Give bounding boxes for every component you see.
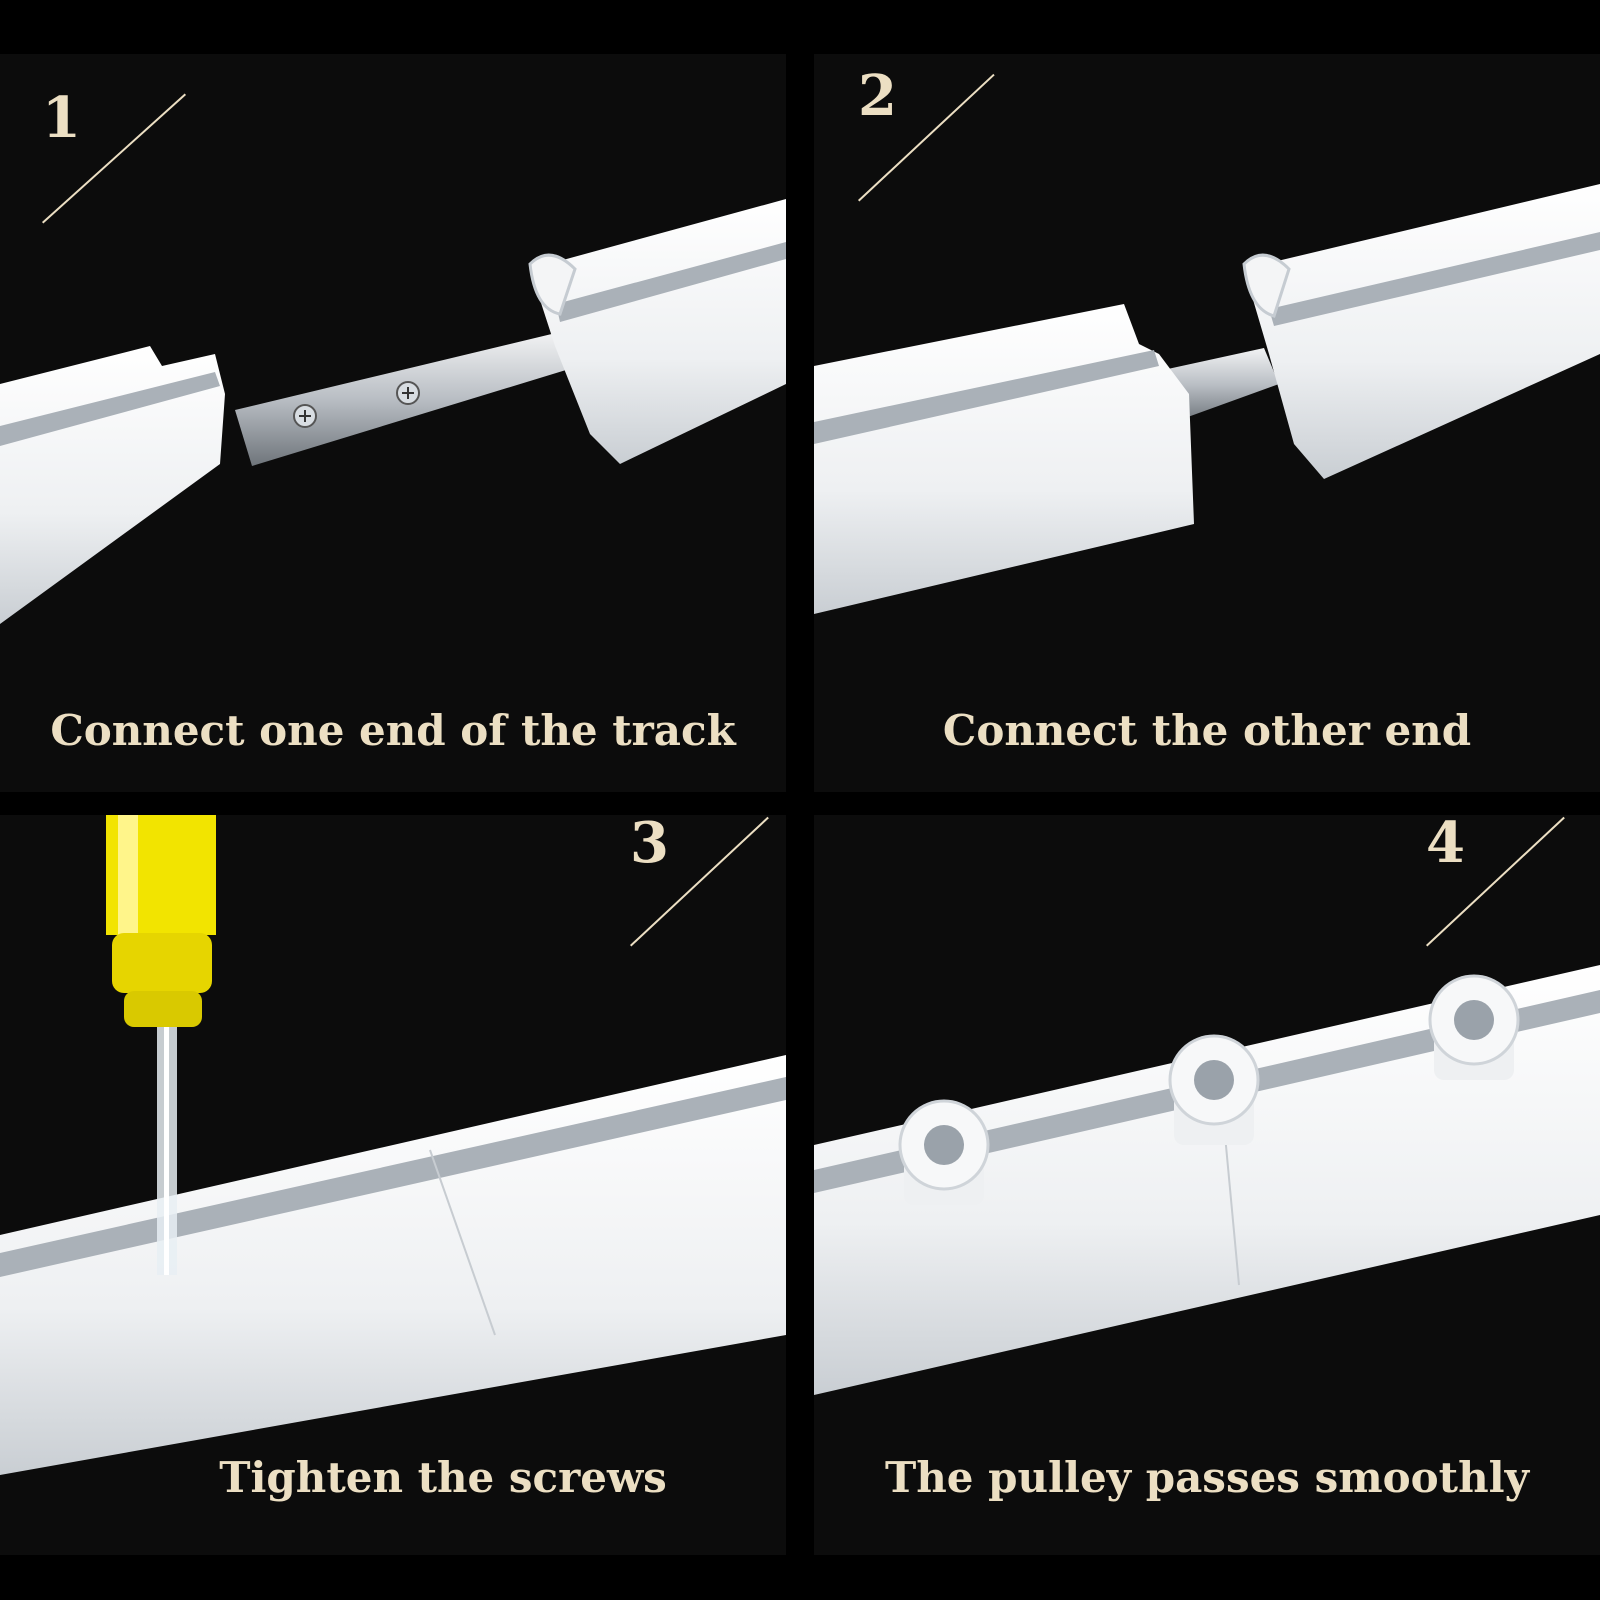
pulley-icon xyxy=(1428,974,1520,1080)
screwdriver-icon xyxy=(106,815,216,1275)
step-number: 3 xyxy=(630,815,669,876)
step-panel-1: 1 Connect one end of the track xyxy=(0,54,786,792)
track-illustration-4 xyxy=(814,965,1600,1395)
step-panel-3: 3 Tighten the screws xyxy=(0,815,786,1555)
step-caption: Connect the other end xyxy=(942,706,1472,755)
screw-icon xyxy=(293,404,317,428)
step-caption: Connect one end of the track xyxy=(50,706,736,755)
pulley-icon xyxy=(1168,1034,1260,1145)
track-illustration-2 xyxy=(814,184,1600,614)
track-illustration-1 xyxy=(0,199,786,624)
step-number: 1 xyxy=(42,85,81,151)
step-caption: The pulley passes smoothly xyxy=(885,1453,1529,1502)
screw-icon xyxy=(396,381,420,405)
step-caption: Tighten the screws xyxy=(219,1453,667,1502)
step-panel-2: 2 Connect the other end xyxy=(814,54,1600,792)
step-number: 4 xyxy=(1426,815,1465,876)
track-illustration-3 xyxy=(0,815,786,1475)
pulley-icon xyxy=(898,1099,990,1205)
step-number: 2 xyxy=(858,63,897,129)
step-panel-4: 4 The pulley passes smoothly xyxy=(814,815,1600,1555)
